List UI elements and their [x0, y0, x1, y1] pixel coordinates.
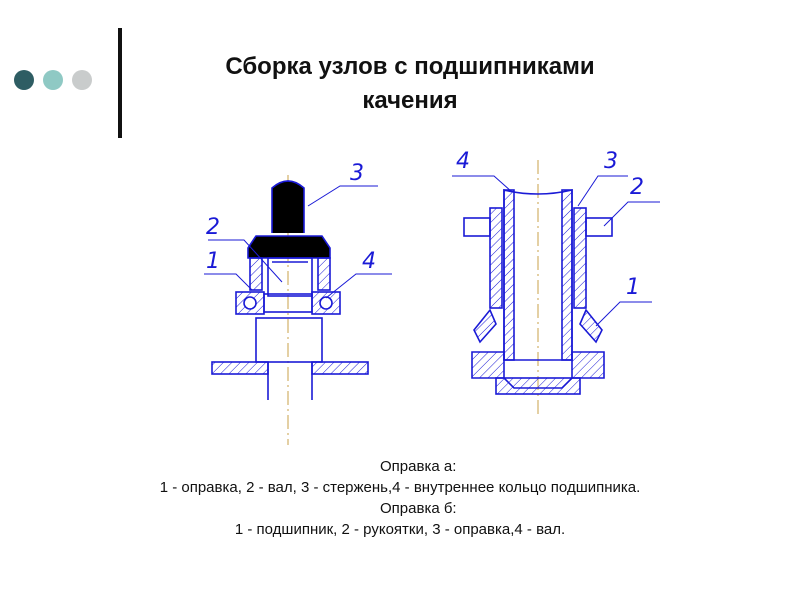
cup-wall-left — [249, 257, 263, 291]
label-b-4: 4 — [456, 149, 470, 174]
base-plate-right — [311, 361, 369, 375]
handle-right — [585, 217, 613, 237]
leader-2 — [208, 239, 283, 283]
leader-4 — [325, 273, 392, 299]
title-divider-bar — [118, 28, 122, 138]
base-plate-left — [211, 361, 269, 375]
sleeve-left — [489, 207, 503, 309]
caption-heading-b: Оправка б: — [380, 500, 457, 517]
label-b-1: 1 — [626, 275, 640, 300]
leader-b3 — [577, 175, 628, 207]
bearing-left-ball — [243, 296, 257, 310]
tube-wall-right — [561, 189, 573, 361]
label-a-4: 4 — [362, 249, 376, 274]
caption-heading-a: Оправка а: — [380, 458, 457, 475]
bearing-right-ball — [319, 296, 333, 310]
title-line-2: качения — [362, 87, 458, 114]
collar — [247, 235, 331, 259]
cup-wall-right — [317, 257, 331, 291]
threaded-base — [471, 351, 505, 379]
drawing-a — [204, 175, 392, 445]
decorative-dots — [14, 70, 92, 90]
caption-text-a: 1 - оправка, 2 - вал, 3 - стержень,4 - в… — [159, 479, 641, 496]
leader-3 — [307, 185, 378, 207]
inner-ring — [263, 293, 313, 313]
leader-b2 — [603, 201, 660, 227]
label-a-1: 1 — [206, 249, 220, 274]
leader-1 — [204, 273, 253, 291]
label-b-3: 3 — [604, 149, 618, 174]
dot-1 — [14, 70, 34, 90]
threaded-base-right — [571, 351, 605, 379]
mandrel-body — [255, 317, 323, 363]
rod — [271, 180, 305, 233]
label-b-2: 2 — [630, 175, 644, 200]
sleeve-right — [573, 207, 587, 309]
leader-b4 — [452, 175, 513, 193]
slide-title: Сборка узлов с подшипниками качения — [150, 50, 670, 118]
caption-text-b: 1 - подшипник, 2 - рукоятки, 3 - оправка… — [234, 521, 566, 538]
handle-left — [463, 217, 491, 237]
label-a-3: 3 — [350, 161, 364, 186]
leader-b1 — [595, 301, 652, 327]
caption: Оправка а: 1 - оправка, 2 - вал, 3 - сте… — [60, 456, 740, 540]
label-a-2: 2 — [206, 215, 220, 240]
base-bottom — [495, 377, 581, 395]
dot-2 — [43, 70, 63, 90]
bearing-left — [473, 308, 497, 344]
title-line-1: Сборка узлов с подшипниками — [225, 53, 595, 80]
drawing-b — [452, 160, 660, 415]
tube-wall-left — [503, 189, 515, 361]
bearing-right — [579, 308, 603, 344]
dot-3 — [72, 70, 92, 90]
shaft — [267, 257, 313, 297]
